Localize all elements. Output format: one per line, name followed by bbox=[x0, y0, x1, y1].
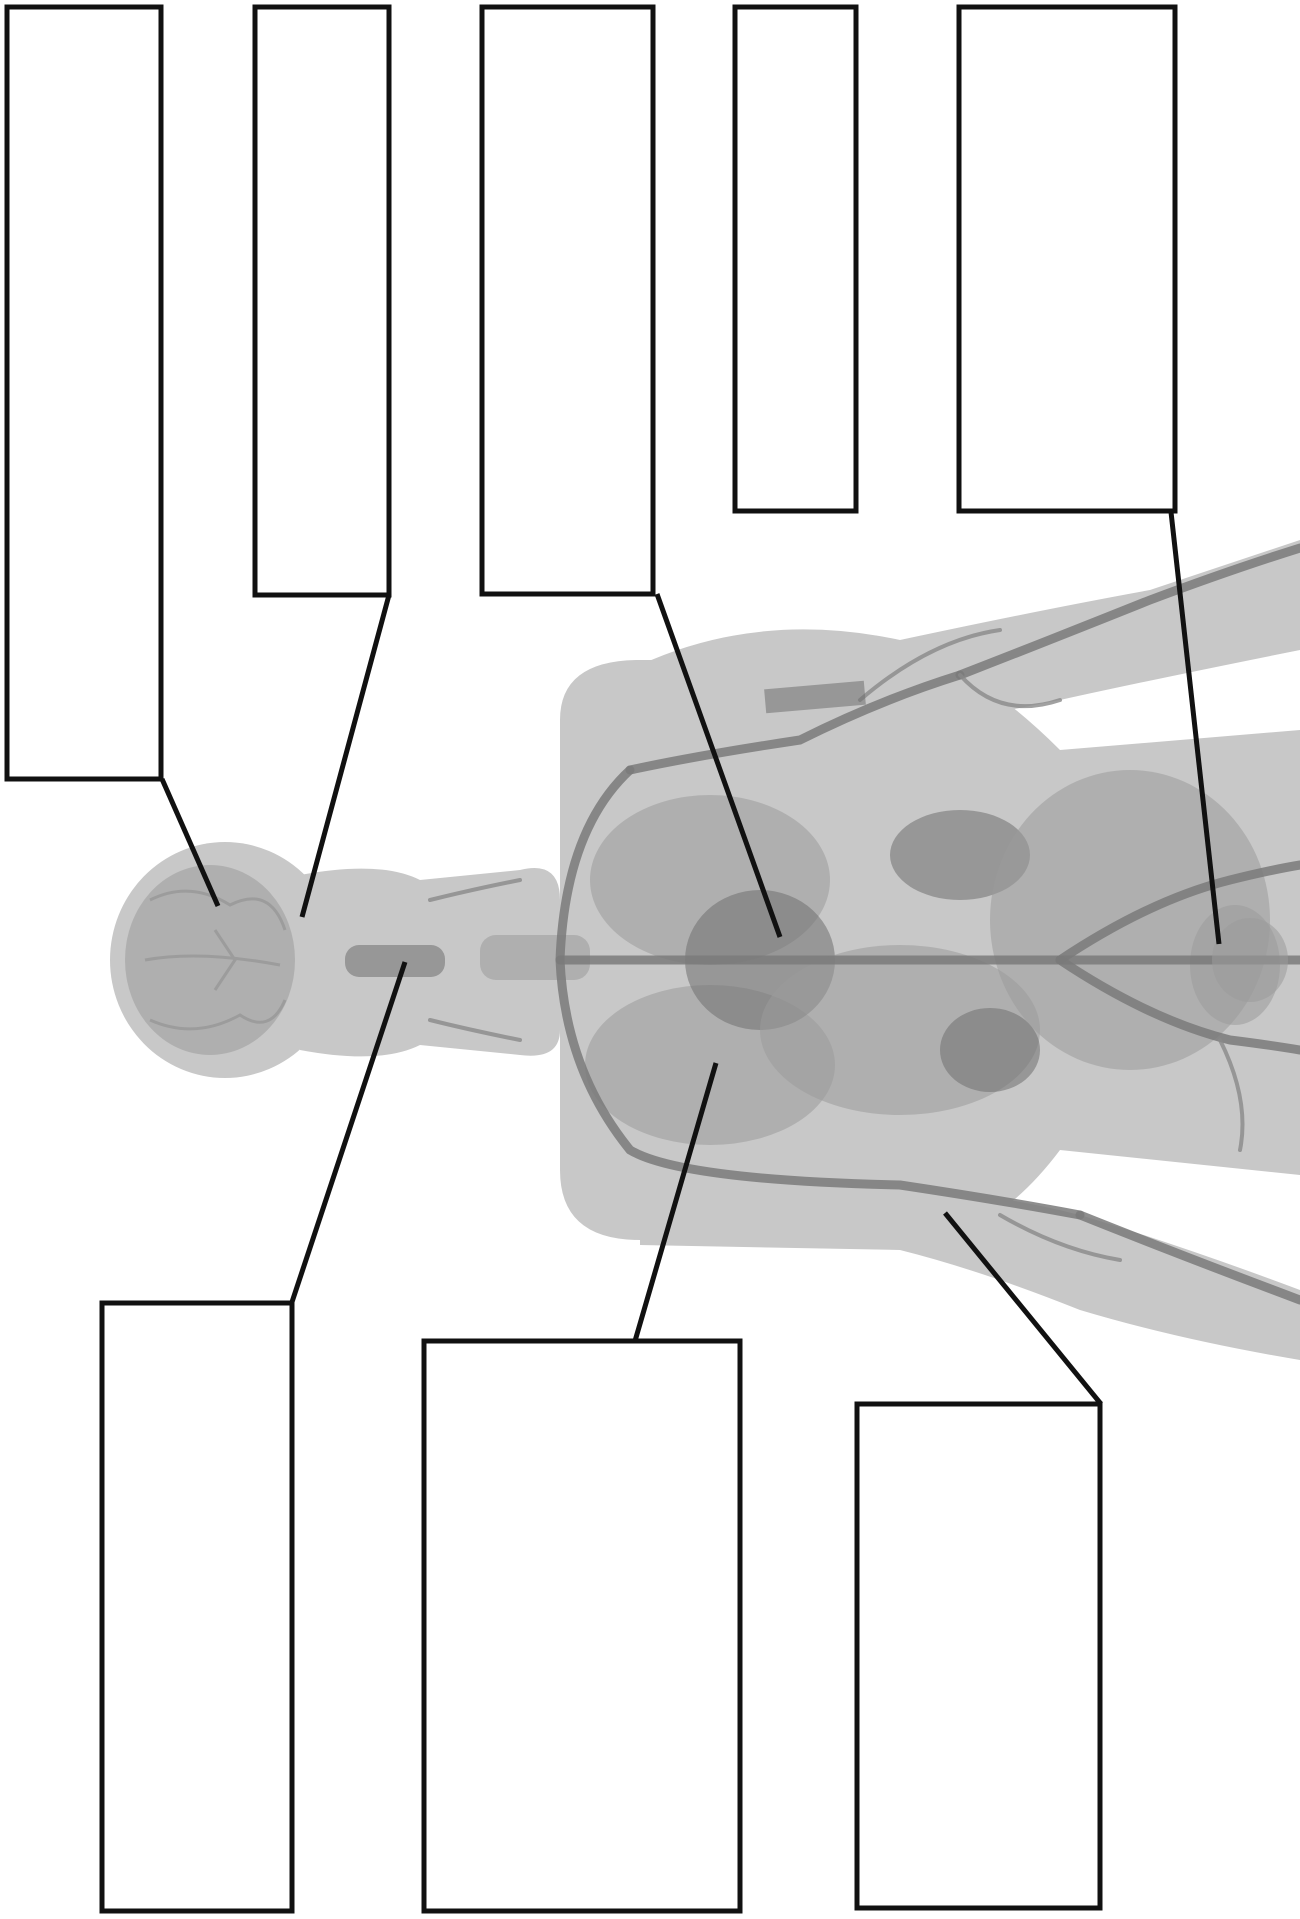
lower-arm-shape bbox=[640, 1175, 1300, 1360]
trachea-illustration bbox=[345, 945, 445, 977]
label-box-5[interactable] bbox=[959, 7, 1175, 511]
label-box-7[interactable] bbox=[424, 1341, 740, 1911]
label-box-2[interactable] bbox=[255, 7, 389, 595]
human-body-illustration bbox=[110, 540, 1300, 1360]
label-box-8[interactable] bbox=[857, 1404, 1100, 1908]
label-box-4[interactable] bbox=[735, 7, 856, 511]
label-box-6[interactable] bbox=[102, 1303, 292, 1911]
label-box-3[interactable] bbox=[482, 7, 653, 594]
label-box-1[interactable] bbox=[7, 7, 161, 779]
leader-line-2 bbox=[302, 595, 389, 917]
